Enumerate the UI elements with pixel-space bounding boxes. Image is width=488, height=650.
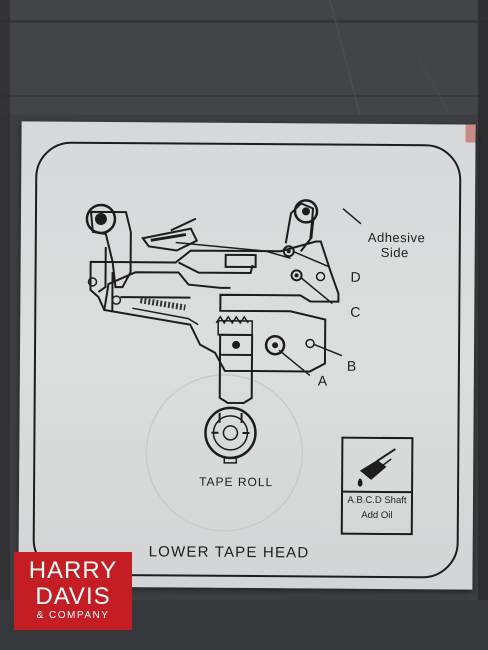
callout-label-b: B [346,357,357,374]
placard-title: LOWER TAPE HEAD [148,543,310,562]
shaft-c-bolt [290,269,303,282]
faint-roll-outline [145,374,304,532]
cutter-blade [141,217,291,275]
left-top-roller [85,203,117,235]
oil-instruction-line2: Add Oil [361,509,393,522]
frame-bolt-left [87,277,98,287]
oil-instruction-line1: A.B.C.D Shaft [347,494,407,507]
adhesive-side-label-line1: Adhesive [367,229,426,246]
tape-head-diagram [85,199,362,532]
logo-line2: DAVIS [35,583,111,610]
logo-line1: HARRY [28,557,118,584]
logo-line3: & COMPANY [36,610,110,621]
shaft-a-roller [264,334,286,356]
right-guide-arm [284,202,315,252]
right-top-roller [293,199,319,224]
shaft-b-bolt [305,338,315,349]
oil-can-icon [357,448,396,487]
oil-box-divider [343,490,412,493]
lower-tape-head-placard: Adhesive Side D C B A TAPE ROLL A.B.C.D … [18,121,476,590]
tape-roll-arm [218,333,254,404]
callout-label-d: D [350,268,362,285]
callout-label-a: A [317,372,328,389]
tape-roll-label: TAPE ROLL [199,474,274,490]
tape-roll-hub [204,406,257,464]
callout-leaders [278,208,362,377]
harry-davis-logo: HARRY DAVIS & COMPANY [14,552,132,630]
tape-head-frame [89,240,340,373]
oil-instruction-box: A.B.C.D Shaft Add Oil [340,436,414,536]
callout-label-c: C [350,303,361,320]
adhesive-side-label-line2: Side [380,244,409,261]
